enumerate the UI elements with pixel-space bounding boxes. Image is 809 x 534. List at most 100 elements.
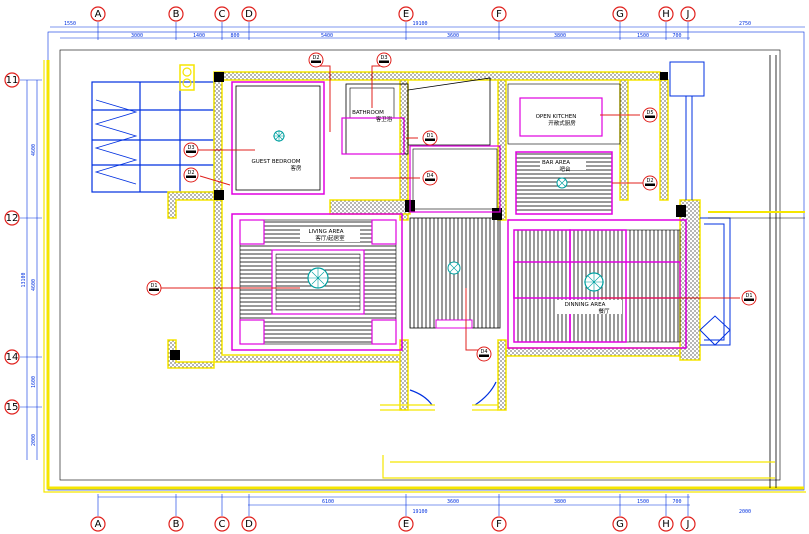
open-kitchen-label: OPEN KITCHEN [536,114,577,120]
bar-area-label-cn: 吧台 [559,165,571,173]
grid-col-g-bottom-label: G [616,519,624,530]
grid-col-h-top: H [658,6,674,22]
grid-col-f-bottom-label: F [496,519,502,530]
grid-row-15-label: 15 [6,402,19,413]
dining-area-label: DINNING AREA [565,302,606,308]
bar-area-room: BAR AREA 吧台 [515,151,613,215]
grid-col-e-bottom: E [398,516,414,532]
tag-d2-left-label: D2 [187,170,194,176]
bottom-dimension-labels: 6100 3600 3800 1500 700 19100 2000 [322,499,751,515]
living-area-label: LIVING AREA [308,229,343,235]
bar-area-label: BAR AREA [542,160,570,166]
tag-d2-bar-label: D2 [646,178,653,184]
grid-col-j-bottom: J [680,516,696,532]
dim-top-total: 19100 [412,21,427,27]
tag-d1-right: D1 [741,290,757,306]
grid-col-h-bottom: H [658,516,674,532]
grid-col-c-top-label: C [219,9,226,20]
grid-col-b-top-label: B [173,9,180,20]
tag-d3-left-label: D3 [187,145,194,151]
grid-col-a-bottom: A [90,516,106,532]
grid-col-j-bottom-label: J [686,519,690,530]
tag-d2-left: D2 [183,167,199,183]
dim-bottom-seg-3: 3800 [554,499,566,505]
dim-left-total: 13100 [21,272,27,287]
grid-col-b-bottom: B [168,516,184,532]
tag-d2-top-label: D2 [312,55,319,61]
tag-d4-bottom: D4 [476,346,492,362]
grid-axis-lines [20,22,689,516]
dim-left-seg-2: 4600 [31,279,37,291]
open-kitchen-label-cn: 开敞式厨房 [548,119,576,127]
dim-bottom-seg-1: 6100 [322,499,334,505]
grid-col-h-bottom-label: H [662,519,670,530]
dim-bottom-right: 2000 [739,509,751,515]
grid-row-11-label: 11 [6,75,19,86]
dim-bottom-seg-4: 1500 [637,499,649,505]
grid-col-c-bottom: C [214,516,230,532]
tag-d5-kitchen-label: D5 [646,110,653,116]
dim-top-seg-3: 800 [230,33,239,39]
section-leader-lines [160,65,740,351]
tag-d4-bottom-label: D4 [480,349,487,355]
grid-row-14-label: 14 [6,352,19,363]
living-area-label-cn: 客厅/起居室 [315,234,345,242]
tag-d3-top: D3 [376,52,392,68]
dim-left-seg-3: 1600 [31,376,37,388]
dim-top-left-offset: 1550 [64,21,76,27]
dim-bottom-seg-2: 3600 [447,499,459,505]
grid-row-12-label: 12 [6,213,19,224]
dim-left-seg-1: 4600 [31,144,37,156]
grid-col-g-top-label: G [616,9,624,20]
dim-top-seg-2: 1400 [193,33,205,39]
grid-row-bubbles: 11 12 14 15 [4,72,20,415]
grid-col-e-bottom-label: E [403,519,409,530]
dim-left-seg-4: 2000 [31,434,37,446]
grid-row-11: 11 [4,72,20,88]
grid-col-a-top-label: A [95,9,102,20]
tag-d5-kitchen: D5 [642,107,658,123]
dining-area-room: DINNING AREA 餐厅 [507,219,687,349]
grid-col-a-top: A [90,6,106,22]
tag-d2-bar: D2 [642,175,658,191]
bathroom-label: BATHROOM [352,110,384,116]
grid-col-f-top-label: F [496,9,502,20]
grid-row-14: 14 [4,349,20,365]
central-corridor [409,217,501,329]
grid-row-12: 12 [4,210,20,226]
tag-d1-left-label: D1 [150,283,157,289]
tag-d1-right-label: D1 [745,293,752,299]
grid-col-j-top-label: J [686,9,690,20]
tag-d1-bath: D1 [422,130,438,146]
grid-col-d-top: D [241,6,257,22]
site-boundary [43,31,806,493]
grid-col-f-bottom: F [491,516,507,532]
bathroom-label-cn: 客卫浴 [376,115,393,123]
grid-col-d-bottom: D [241,516,257,532]
living-area-room: LIVING AREA 客厅/起居室 [231,213,403,351]
door-swings [380,381,498,411]
dim-top-seg-5: 3600 [447,33,459,39]
dim-top-seg-4: 5400 [321,33,333,39]
tag-d1-bath-label: D1 [426,133,433,139]
grid-col-d-bottom-label: D [245,519,253,530]
left-dimension-labels: 13100 4600 4600 1600 2000 [21,144,37,446]
tag-d4-mid-label: D4 [426,173,433,179]
tag-d2-top: D2 [308,52,324,68]
tag-d3-left: D3 [183,142,199,158]
grid-col-c-bottom-label: C [219,519,226,530]
grid-col-a-bottom-label: A [95,519,102,530]
grid-col-f-top: F [491,6,507,22]
grid-col-b-bottom-label: B [173,519,180,530]
dim-top-seg-6: 3800 [554,33,566,39]
dining-area-label-cn: 餐厅 [598,307,610,315]
dim-top-seg-8: 700 [672,33,681,39]
dim-top-seg-7: 1500 [637,33,649,39]
guest-bedroom-label: GUEST BEDROOM [251,159,300,165]
grid-col-e-top-label: E [403,9,409,20]
guest-bedroom-label-cn: 客房 [290,164,302,172]
grid-col-g-bottom: G [612,516,628,532]
